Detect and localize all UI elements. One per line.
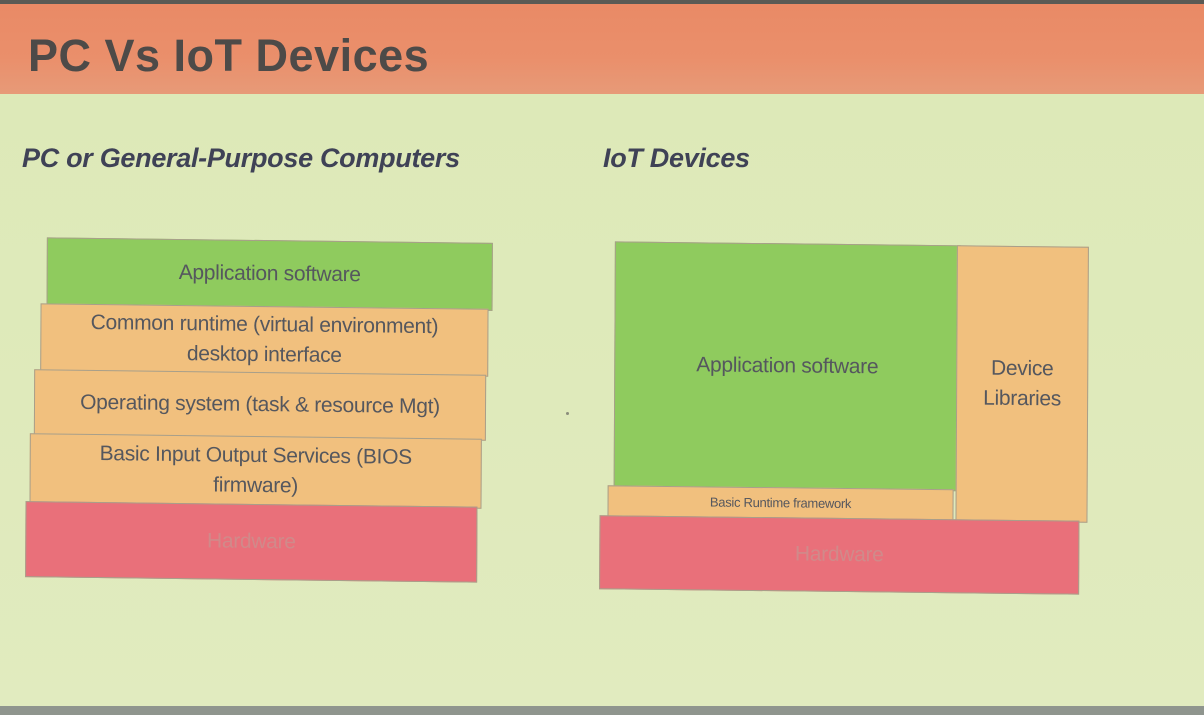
iot-hardware-layer: Hardware <box>599 515 1080 595</box>
pc-column-heading: PC or General-Purpose Computers <box>22 143 460 173</box>
pc-hardware-layer: Hardware <box>25 501 478 583</box>
pc-bios-label-line1: Basic Input Output Services (BIOS <box>99 442 412 469</box>
pc-runtime-layer: Common runtime (virtual environment) des… <box>40 303 489 377</box>
pc-application-label: Application software <box>178 261 361 287</box>
iot-application-layer: Application software <box>613 241 961 492</box>
iot-device-libraries-layer: Device Libraries <box>955 245 1089 523</box>
slide-title: PC Vs IoT Devices <box>28 30 430 81</box>
pc-hardware-label: Hardware <box>206 529 296 554</box>
iot-layer-stack: Application software Basic Runtime frame… <box>599 241 1091 595</box>
iot-application-label: Application software <box>696 353 879 379</box>
pc-application-layer: Application software <box>46 237 493 311</box>
iot-hardware-label: Hardware <box>794 542 884 567</box>
iot-libraries-label-line2: Libraries <box>983 386 1062 411</box>
iot-runtime-label: Basic Runtime framework <box>709 494 852 512</box>
speck <box>566 412 569 415</box>
iot-libraries-label-line1: Device <box>991 356 1054 381</box>
pc-bios-layer: Basic Input Output Services (BIOS firmwa… <box>29 433 482 509</box>
pc-runtime-label-line2: desktop interface <box>186 342 342 368</box>
pc-os-label: Operating system (task & resource Mgt) <box>80 390 440 419</box>
pc-bios-label-line2: firmware) <box>213 473 299 498</box>
iot-column-heading: IoT Devices <box>603 143 750 173</box>
pc-os-layer: Operating system (task & resource Mgt) <box>33 369 487 441</box>
title-band: PC Vs IoT Devices <box>0 4 1204 94</box>
pc-runtime-label-line1: Common runtime (virtual environment) <box>90 310 439 339</box>
top-border <box>0 0 1204 4</box>
pc-layer-stack: Application software Common runtime (vir… <box>25 237 493 583</box>
bottom-border <box>0 706 1204 715</box>
